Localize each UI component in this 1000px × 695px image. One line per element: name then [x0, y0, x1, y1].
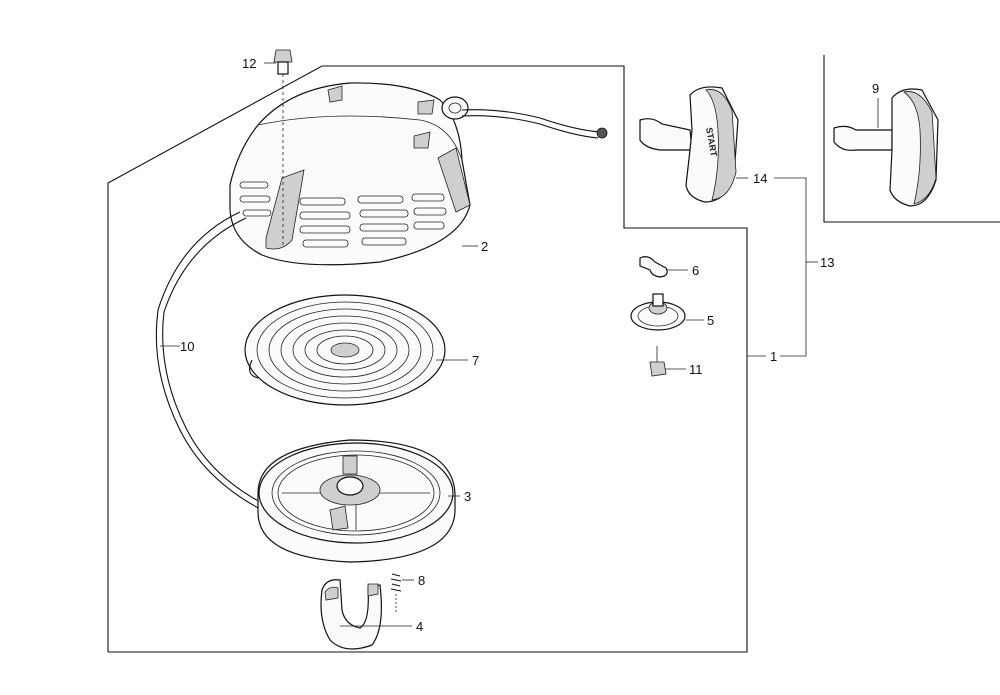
callout-10: 10	[180, 339, 194, 354]
callout-numbers: 12 2 10 7 3 8 4 6 5 11 14 13 1 9	[180, 56, 879, 634]
leader-lines	[160, 62, 879, 627]
starter-case-part-2	[229, 82, 608, 266]
callout-13: 13	[820, 255, 834, 270]
assembly-frame-9	[823, 55, 1000, 223]
ratchet-part-4	[320, 579, 382, 650]
callout-14: 14	[753, 171, 767, 186]
starter-rope-part-10	[155, 211, 265, 511]
callout-3: 3	[464, 489, 471, 504]
starter-reel-part-3	[257, 439, 456, 563]
callout-12: 12	[242, 56, 256, 71]
callout-11: 11	[689, 362, 703, 377]
rope-clip-part-6	[639, 256, 668, 278]
callout-2: 2	[481, 239, 488, 254]
callout-7: 7	[472, 353, 479, 368]
flange-bolt-part-12	[273, 49, 293, 245]
callout-8: 8	[418, 573, 425, 588]
drive-plate-part-5	[630, 293, 686, 331]
callout-9: 9	[872, 81, 879, 96]
callout-4: 4	[416, 619, 423, 634]
starter-grip-part-9	[833, 88, 939, 207]
recoil-spring-part-7	[244, 294, 446, 406]
callout-1: 1	[770, 349, 777, 364]
callout-5: 5	[707, 313, 714, 328]
screw-part-11	[649, 346, 667, 377]
ratchet-spring-part-8	[390, 573, 402, 612]
callout-6: 6	[692, 263, 699, 278]
case-vent-slots	[239, 181, 447, 248]
starter-grip-part-14: START	[639, 86, 739, 203]
assembly-frame-1	[107, 65, 748, 653]
